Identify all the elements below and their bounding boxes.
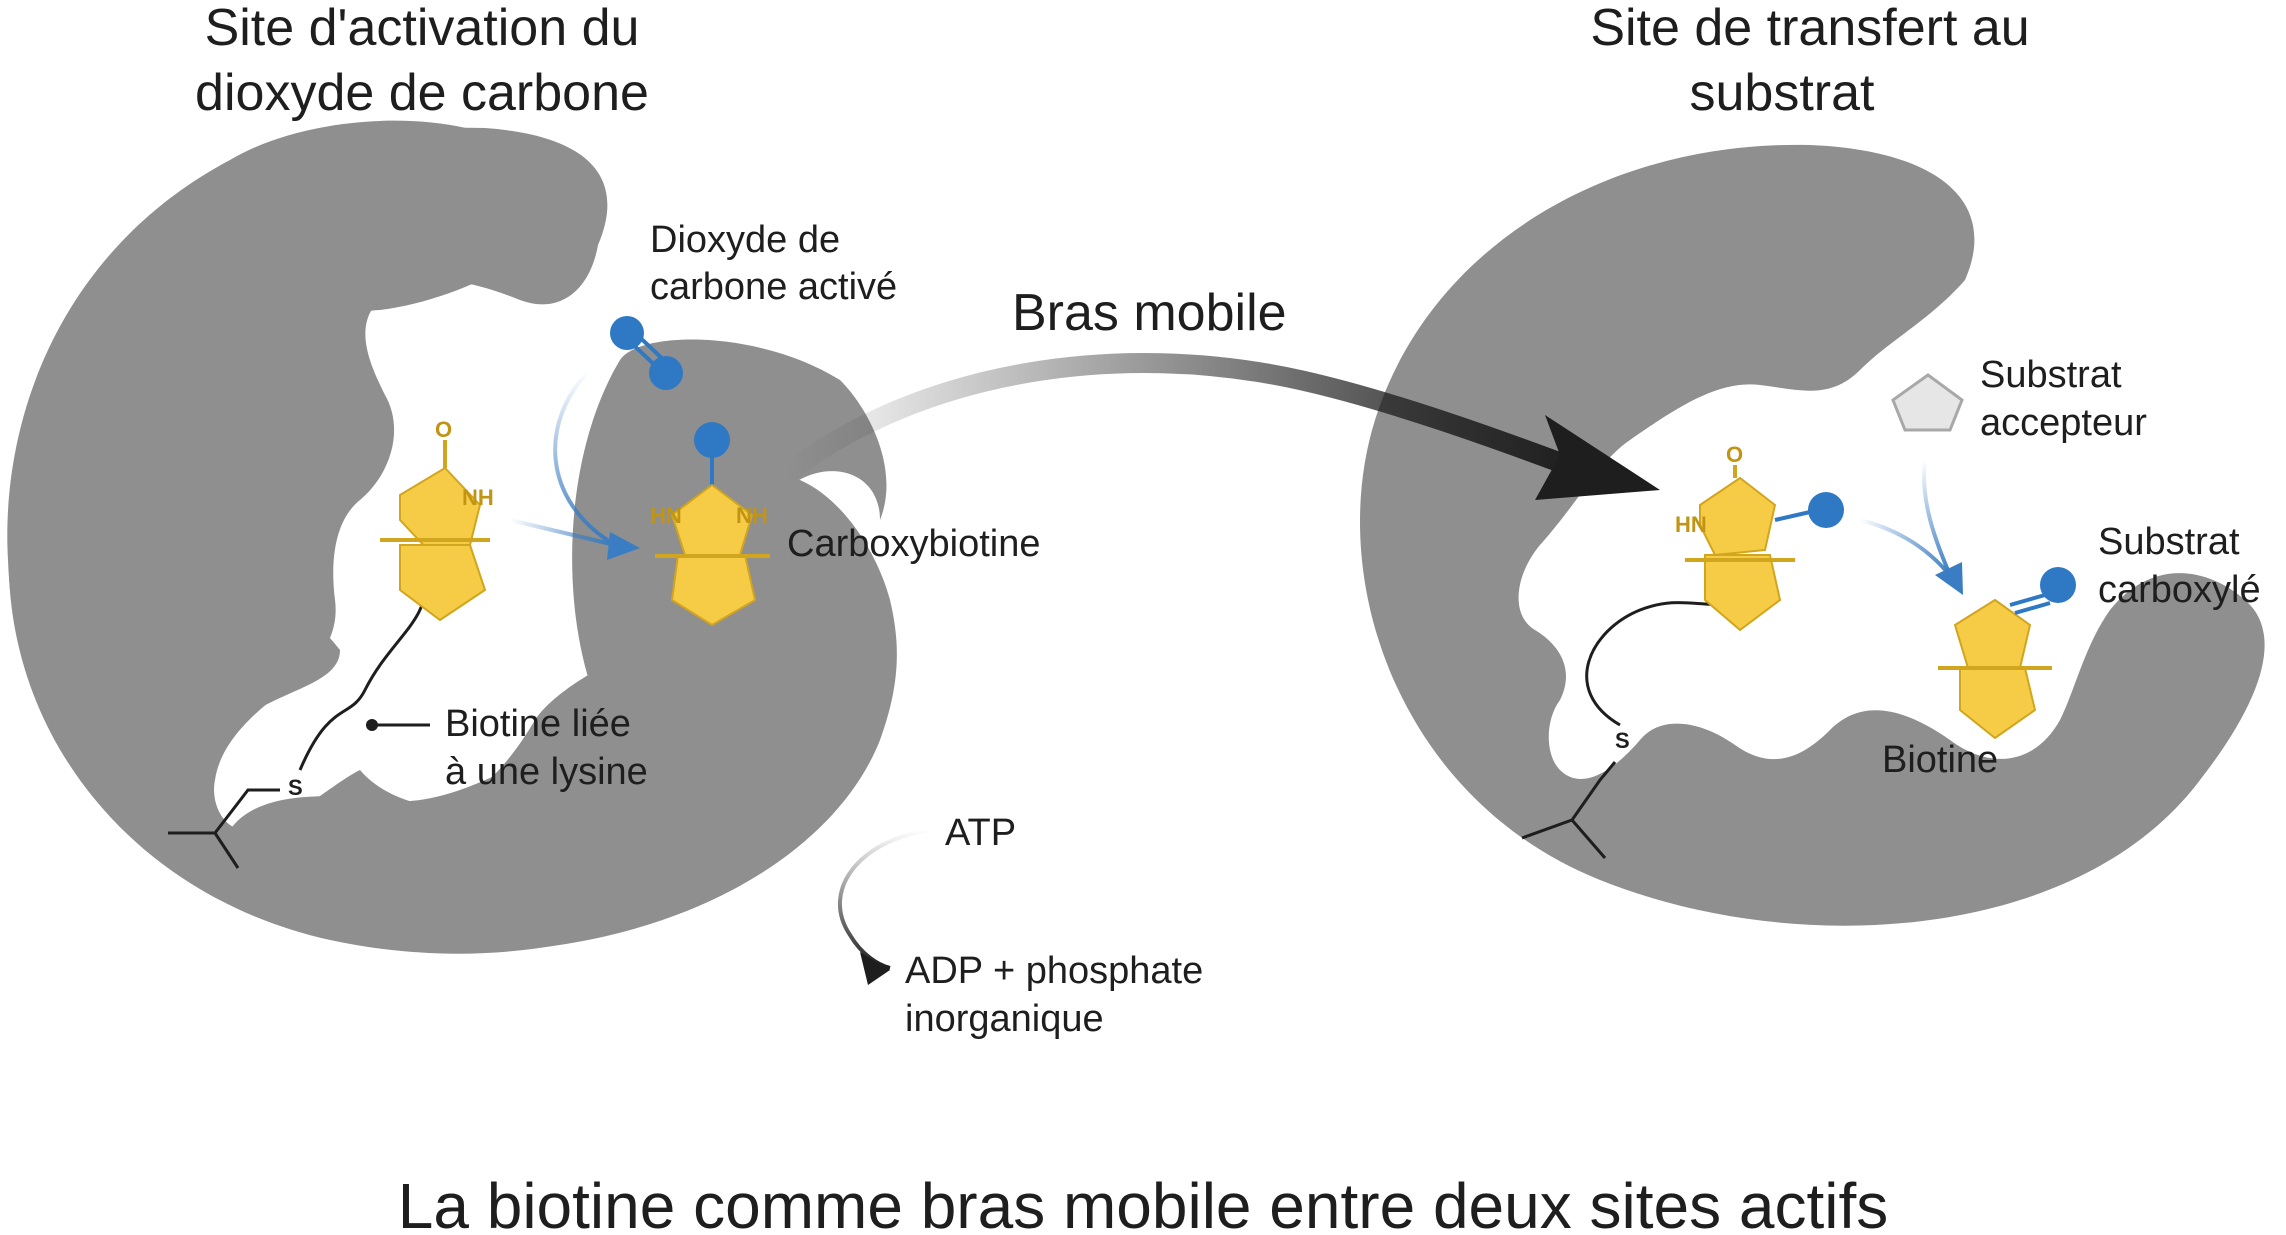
atp-label: ATP [945, 812, 1016, 854]
biotin-ring-right-bottom [1704, 554, 1782, 632]
carboxyl-atom-product [2040, 567, 2076, 603]
carboxyl-atom-right [1808, 492, 1844, 528]
biotin-free [1938, 567, 2076, 740]
substrate-label-line2: accepteur [1980, 402, 2147, 444]
lysine-skeleton-right [1521, 761, 1617, 859]
adp-label-line1: ADP + phosphate [905, 950, 1203, 992]
carboxybiotin-ring-top [670, 483, 754, 556]
left-site-title-line1: Site d'activation du [205, 0, 640, 57]
hn-right: HN [1675, 512, 1707, 537]
atp-cycle-arrow [837, 828, 931, 970]
substrate-pentagon-icon [1891, 373, 1964, 432]
co2-label-line1: Dioxyde de [650, 219, 840, 261]
enzyme-right-fill [1360, 144, 2265, 926]
co2-molecule [610, 316, 683, 390]
arrowhead-co2 [607, 532, 640, 560]
product-label-line2: carboxylé [2098, 569, 2261, 611]
biotin-free-ring-top [1953, 598, 2032, 669]
carboxyl-atom [694, 422, 730, 458]
arrow-substrate-down [1922, 459, 1952, 576]
free-biotin-label: Biotine [1882, 739, 1998, 781]
sulfur-right: S [1615, 728, 1630, 753]
nh-carboxy: NH [736, 503, 768, 528]
carboxybiotin: HN NH [650, 422, 770, 627]
co2-label-line2: carbone activé [650, 266, 897, 308]
right-site-title-line2: substrat [1690, 64, 1876, 122]
diagram-caption: La biotine comme bras mobile entre deux … [398, 1170, 1889, 1235]
mobile-arm-arrowhead [1535, 415, 1660, 500]
biotin-ring-left-bottom [399, 544, 487, 622]
arrow-carboxyl-transfer [1859, 518, 1954, 580]
arrow-co2-to-carboxybiotin [553, 368, 617, 547]
oxygen-right: O [1726, 442, 1743, 467]
mobile-arm-label: Bras mobile [1012, 284, 1287, 342]
left-site-title-line2: dioxyde de carbone [195, 64, 649, 122]
co2-atom-1 [610, 316, 644, 350]
enzyme-left-fill [8, 127, 897, 953]
biotin-tether-left [298, 579, 427, 771]
hn-carboxy: HN [650, 503, 682, 528]
substrate-label-line1: Substrat [1980, 354, 2122, 396]
adp-label-line2: inorganique [905, 998, 1104, 1040]
right-site-title-line1: Site de transfert au [1590, 0, 2029, 57]
lysine-label-line2: à une lysine [445, 751, 648, 793]
arrow-biotin-to-carboxybiotin [509, 518, 616, 547]
lysine-skeleton-left [168, 788, 280, 869]
atp-arrowhead [860, 952, 890, 985]
co2-atom-2 [649, 356, 683, 390]
biotin-ring-right-top [1699, 476, 1777, 557]
lysine-label-line1: Biotine liée [445, 703, 631, 745]
biotin-left: S O NH [168, 417, 494, 869]
product-label-line1: Substrat [2098, 521, 2240, 563]
arrowhead-transfer [1935, 562, 1963, 595]
carboxybiotin-label: Carboxybiotine [787, 523, 1040, 565]
mobile-arm-arrow [775, 352, 1590, 485]
nh-left: NH [462, 485, 494, 510]
biotin-tether-right [1585, 589, 1740, 727]
biotin-free-ring-bottom [1959, 667, 2037, 740]
sulfur-left: S [288, 775, 303, 800]
oxygen-left: O [435, 417, 452, 442]
biotin-right-bound: S O HN [1521, 442, 1844, 859]
